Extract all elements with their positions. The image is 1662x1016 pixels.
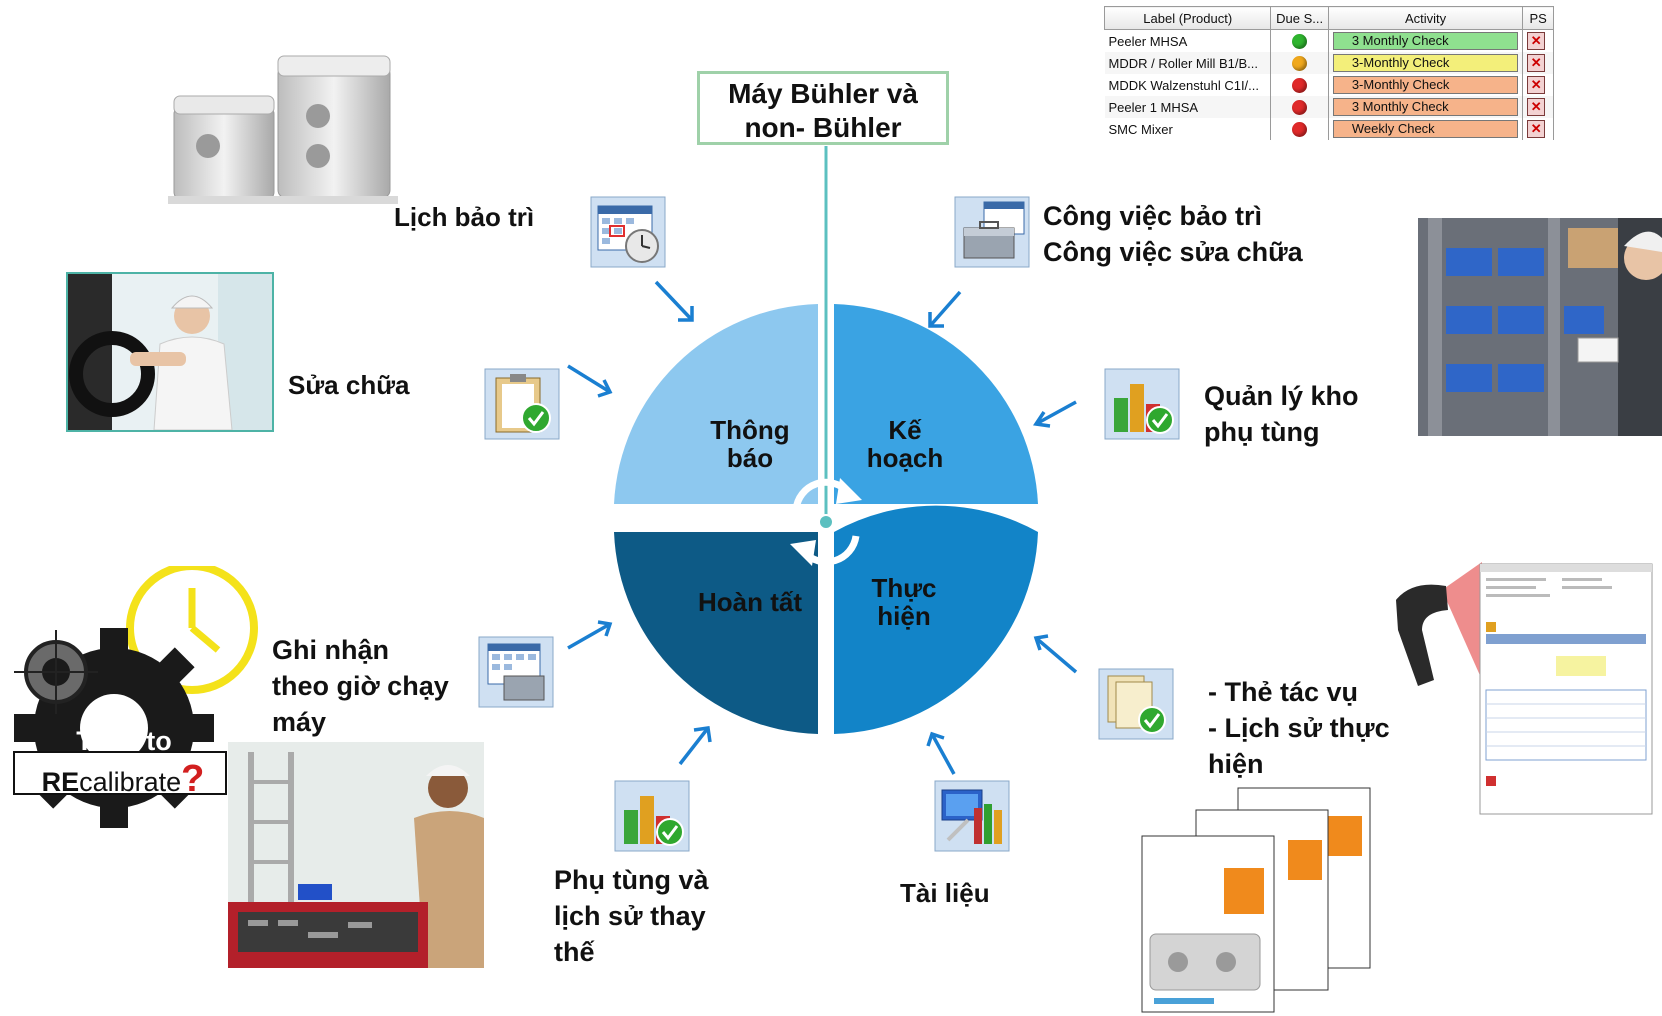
cell-due-status: [1270, 74, 1329, 96]
inventory-chart-icon[interactable]: [1104, 368, 1180, 440]
activity-badge[interactable]: 3-Monthly Check: [1332, 76, 1519, 94]
cell-label: SMC Mixer: [1104, 118, 1272, 140]
toolbox-icon[interactable]: [954, 196, 1030, 268]
delete-icon[interactable]: ✕: [1527, 76, 1546, 94]
quadrant-top-right: [834, 304, 1038, 504]
table-row[interactable]: MDDR / Roller Mill B1/B... 3-Monthly Chec…: [1104, 52, 1554, 74]
cell-ps: ✕: [1522, 74, 1554, 96]
quadrant-label-execute: Thực hiện: [871, 573, 937, 631]
table-row[interactable]: Peeler MHSA 3 Monthly Check ✕: [1104, 29, 1554, 52]
cell-label: MDDK Walzenstuhl C1I/...: [1104, 74, 1272, 96]
cell-label: Peeler MHSA: [1104, 29, 1272, 52]
documents-check-icon[interactable]: [1098, 668, 1174, 740]
cell-activity: Weekly Check: [1328, 118, 1524, 140]
label-spare-parts-history: Phụ tùng và lịch sử thay thế: [554, 865, 709, 967]
roller-mill-machines-image: [168, 55, 398, 204]
page-title-box: Máy Bühler và non- Bühler: [697, 71, 949, 145]
status-light-icon: [1292, 33, 1308, 49]
label-documents: Tài liệu: [900, 878, 990, 908]
label-task-cards: - Thẻ tác vụ - Lịch sử thực hiện: [1208, 677, 1390, 779]
pointer-arrows: [567, 280, 1078, 775]
document-library-icon[interactable]: [934, 780, 1010, 852]
cell-activity: 3-Monthly Check: [1328, 52, 1524, 74]
calendar-clock-icon[interactable]: [590, 196, 666, 268]
status-light-icon: [1292, 99, 1308, 115]
quadrant-label-plan: Kế hoạch: [866, 415, 944, 473]
quadrant-label-notification: Thông báo: [710, 415, 790, 473]
cell-activity: 3 Monthly Check: [1328, 29, 1524, 52]
recalibrate-time-text: Time to: [76, 726, 172, 756]
quadrant-label-complete: Hoàn tất: [698, 587, 802, 617]
label-runtime-record: Ghi nhận theo giờ chạy máy: [272, 635, 449, 737]
cell-ps: ✕: [1522, 96, 1554, 118]
table-row[interactable]: SMC Mixer Weekly Check ✕: [1104, 118, 1554, 140]
cell-due-status: [1270, 29, 1329, 52]
label-maintenance-schedule: Lịch bảo trì: [394, 202, 535, 232]
recalibrate-clock-graphic: [13, 566, 258, 828]
col-header-label[interactable]: Label (Product): [1103, 6, 1272, 30]
col-header-activity[interactable]: Activity: [1327, 6, 1524, 30]
col-header-ps[interactable]: PS: [1522, 6, 1554, 30]
status-light-icon: [1292, 55, 1308, 71]
label-repair: Sửa chữa: [288, 370, 410, 400]
cell-ps: ✕: [1522, 29, 1554, 52]
quadrant-bottom-right-fill: [834, 532, 1038, 734]
technician-repair-photo: [66, 272, 274, 432]
barcode-scanner-checklist-image: [1396, 562, 1653, 815]
delete-icon[interactable]: ✕: [1527, 120, 1546, 138]
page-title-line1: Máy Bühler và: [728, 78, 918, 109]
col-header-due[interactable]: Due S...: [1270, 6, 1329, 30]
quadrant-bottom-right: [834, 505, 1038, 532]
activity-badge[interactable]: 3-Monthly Check: [1332, 54, 1519, 72]
stem-dot: [818, 514, 834, 530]
recalibrate-text: REcalibrate?: [41, 758, 205, 800]
calendar-toolbox-icon[interactable]: [478, 636, 554, 708]
activity-badge[interactable]: Weekly Check: [1332, 120, 1519, 138]
status-light-icon: [1292, 77, 1308, 93]
activity-badge[interactable]: 3 Monthly Check: [1332, 32, 1519, 50]
status-light-icon: [1292, 121, 1308, 137]
cell-activity: 3-Monthly Check: [1328, 74, 1524, 96]
cell-due-status: [1270, 96, 1329, 118]
delete-icon[interactable]: ✕: [1527, 32, 1546, 50]
table-row[interactable]: MDDK Walzenstuhl C1I/... 3-Monthly Check ✕: [1104, 74, 1554, 96]
delete-icon[interactable]: ✕: [1527, 54, 1546, 72]
cell-due-status: [1270, 52, 1329, 74]
maintenance-status-table: Label (Product) Due S... Activity PS Pee…: [1103, 6, 1554, 140]
cell-activity: 3 Monthly Check: [1328, 96, 1524, 118]
spare-parts-warehouse-photo: [1418, 218, 1662, 436]
cell-ps: ✕: [1522, 52, 1554, 74]
manual-documents-image: [1141, 787, 1371, 1013]
clipboard-check-icon[interactable]: [484, 368, 560, 440]
label-work-items: -Công việc bảo trì -Công việc sửa chữa: [1007, 201, 1303, 267]
activity-badge[interactable]: 3 Monthly Check: [1332, 98, 1519, 116]
cell-ps: ✕: [1522, 118, 1554, 140]
cell-label: MDDR / Roller Mill B1/B...: [1104, 52, 1272, 74]
cell-due-status: [1270, 118, 1329, 140]
quadrant-top-left: [614, 304, 818, 504]
delete-icon[interactable]: ✕: [1527, 98, 1546, 116]
label-spare-parts-mgmt: Quản lý kho phụ tùng: [1204, 381, 1359, 447]
parts-chart-icon[interactable]: [614, 780, 690, 852]
table-row[interactable]: Peeler 1 MHSA 3 Monthly Check ✕: [1104, 96, 1554, 118]
page-title-line2: non- Bühler: [744, 112, 902, 143]
quadrant-bottom-left: [614, 532, 818, 734]
cell-label: Peeler 1 MHSA: [1104, 96, 1272, 118]
technician-toolbox-photo: [228, 742, 484, 968]
